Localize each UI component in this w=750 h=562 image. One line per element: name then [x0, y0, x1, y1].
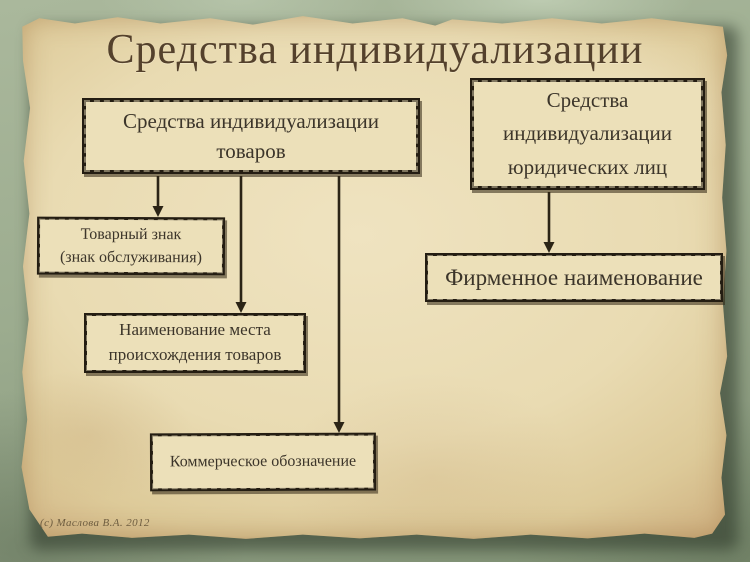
- box-label: Средства индивидуализации товаров: [123, 108, 379, 163]
- box-company-name: Фирменное наименование: [425, 253, 723, 302]
- box-trademark: Товарный знак (знак обслуживания): [36, 216, 226, 276]
- box-label: Наименование места происхождения товаров: [108, 320, 282, 364]
- box-label: Коммерческое обозначение: [169, 453, 357, 471]
- box-label: Средства индивидуализации юридических ли…: [502, 87, 672, 179]
- box-appellation-of-origin: Наименование места происхождения товаров: [84, 313, 306, 373]
- slide-title: Средства индивидуализации: [106, 27, 644, 73]
- box-goods-individualization: Средства индивидуализации товаров: [82, 98, 420, 174]
- box-commercial-designation: Коммерческое обозначение: [149, 432, 377, 492]
- box-label: Фирменное наименование: [445, 264, 703, 290]
- box-legal-entities-individualization: Средства индивидуализации юридических ли…: [470, 78, 705, 190]
- copyright-note: (с) Маслова В.А. 2012: [40, 517, 150, 529]
- box-label: Товарный знак (знак обслуживания): [59, 225, 202, 267]
